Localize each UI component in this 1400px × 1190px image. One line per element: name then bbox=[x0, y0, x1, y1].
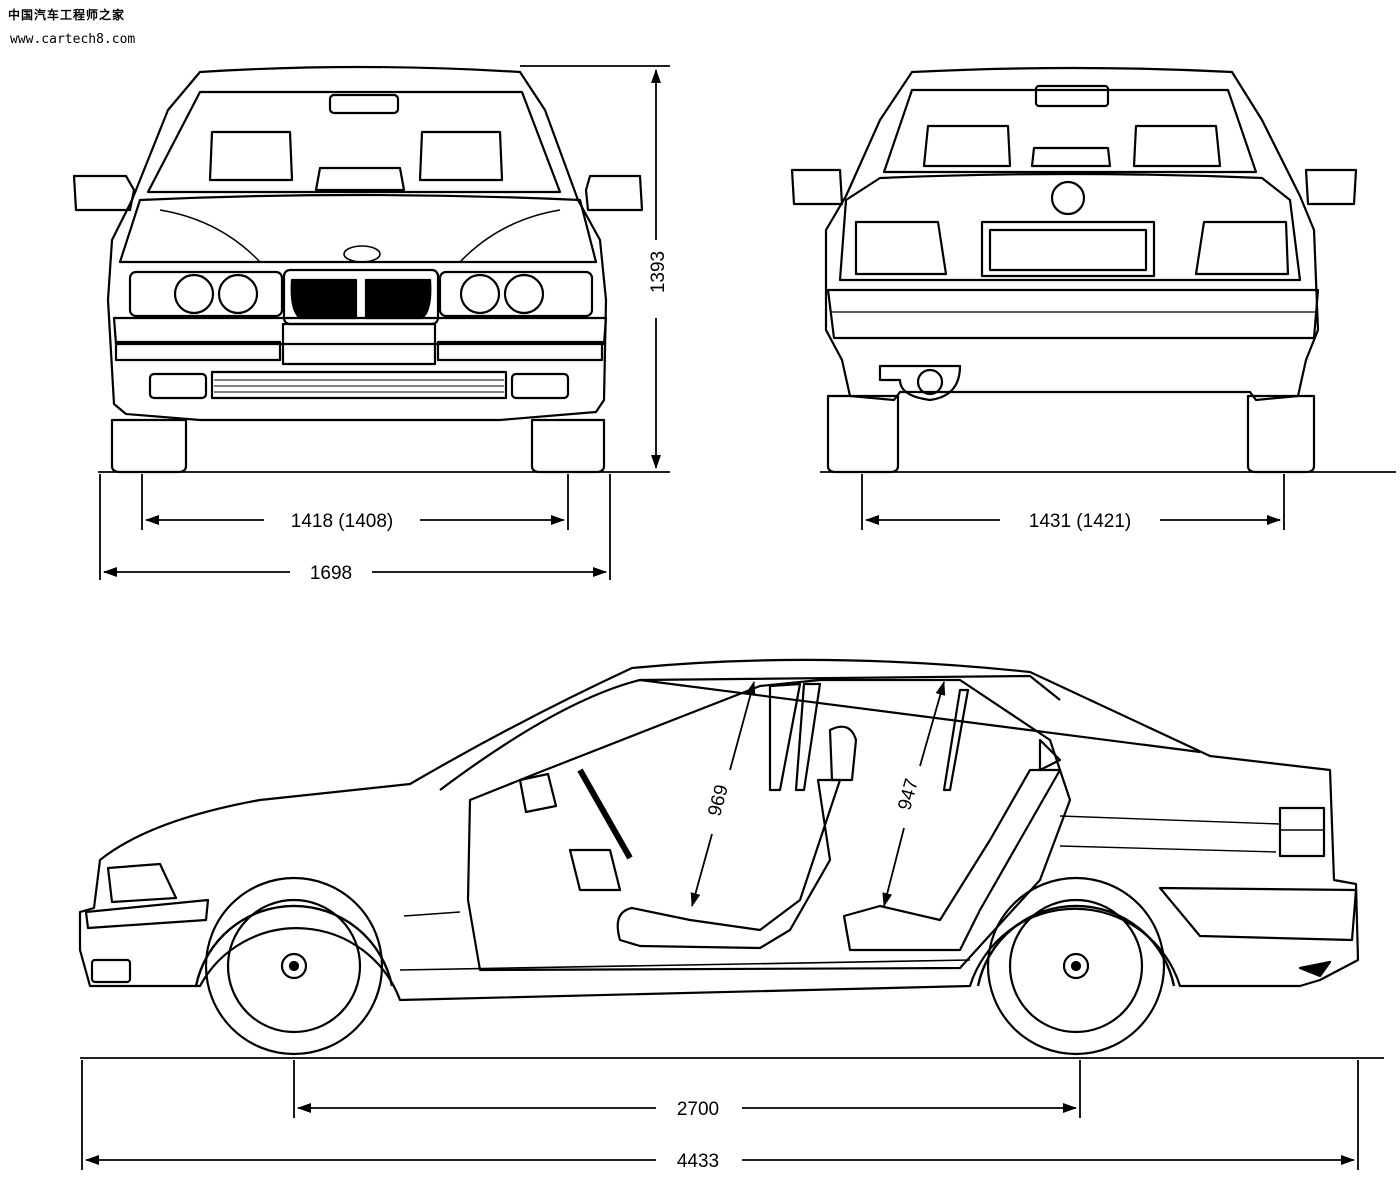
wheelbase-label: 2700 bbox=[677, 1099, 719, 1120]
watermark-site-name: 中国汽车工程师之家 bbox=[8, 8, 126, 22]
front-track-label: 1418 (1408) bbox=[291, 511, 393, 532]
watermark-url: www.cartech8.com bbox=[10, 32, 136, 47]
rear-headroom-label: 947 bbox=[894, 777, 922, 813]
dimension-lines bbox=[80, 65, 1396, 1170]
rear-view bbox=[790, 66, 1358, 474]
rear-track-label: 1431 (1421) bbox=[1029, 511, 1131, 532]
front-headroom-label: 969 bbox=[704, 783, 732, 819]
overall-height-label: 1393 bbox=[648, 251, 669, 293]
overall-length-label: 4433 bbox=[677, 1151, 719, 1172]
side-view bbox=[78, 658, 1360, 1056]
front-view bbox=[72, 65, 644, 474]
overall-width-label: 1698 bbox=[310, 563, 352, 584]
